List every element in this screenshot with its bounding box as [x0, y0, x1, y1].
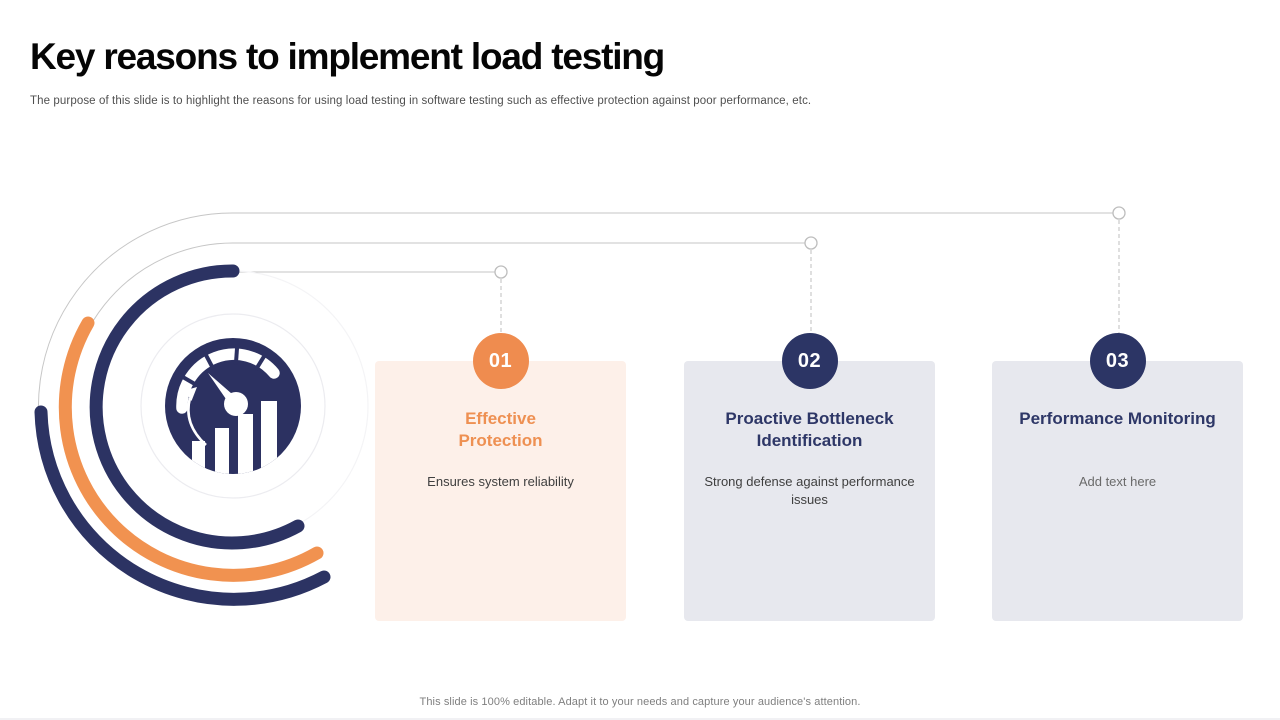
- gauge-hub: [224, 392, 248, 416]
- slide-bottom-edge: [0, 718, 1280, 720]
- editable-note: This slide is 100% editable. Adapt it to…: [419, 696, 861, 708]
- card-title: Proactive Bottleneck Identification: [725, 409, 894, 450]
- card-body-text: Strong defense against performance issue…: [704, 474, 915, 508]
- add-text-placeholder[interactable]: Add text here: [1078, 474, 1157, 489]
- gauge-ticks: [178, 343, 268, 387]
- connector-node-1: [494, 265, 508, 279]
- number-badge: 02: [781, 333, 838, 389]
- reason-card-performance-monitoring: 03 Performance Monitoring Add text here: [992, 333, 1243, 621]
- spiral-arc-orange: [58, 316, 324, 582]
- reason-card-effective-protection: 01 Effective Protection Ensures system r…: [375, 333, 626, 621]
- badge-number: 02: [797, 349, 822, 372]
- growth-bars: [192, 401, 277, 474]
- page-title: Key reasons to implement load testing: [30, 36, 665, 77]
- card-title: Effective Protection: [458, 409, 543, 450]
- page-subtitle: The purpose of this slide is to highligh…: [30, 95, 812, 107]
- dashed-drop-lines: [500, 220, 1120, 336]
- number-badge: 03: [1089, 333, 1146, 389]
- card-body-text: Ensures system reliability: [427, 474, 574, 489]
- spiral-arc-navy-inner: [89, 264, 305, 550]
- card-title: Performance Monitoring: [1019, 409, 1216, 428]
- connector-node-2: [804, 236, 818, 250]
- spiral-arc-navy-outer: [34, 405, 331, 606]
- badge-number: 03: [1105, 349, 1130, 372]
- speedometer-bar-chart-icon: [165, 338, 301, 474]
- number-badge: 01: [472, 333, 529, 389]
- reason-card-proactive-bottleneck: 02 Proactive Bottleneck Identification S…: [684, 333, 935, 621]
- growth-arrow-head: [184, 387, 197, 401]
- connector-node-3: [1112, 206, 1126, 220]
- badge-number: 01: [488, 349, 513, 372]
